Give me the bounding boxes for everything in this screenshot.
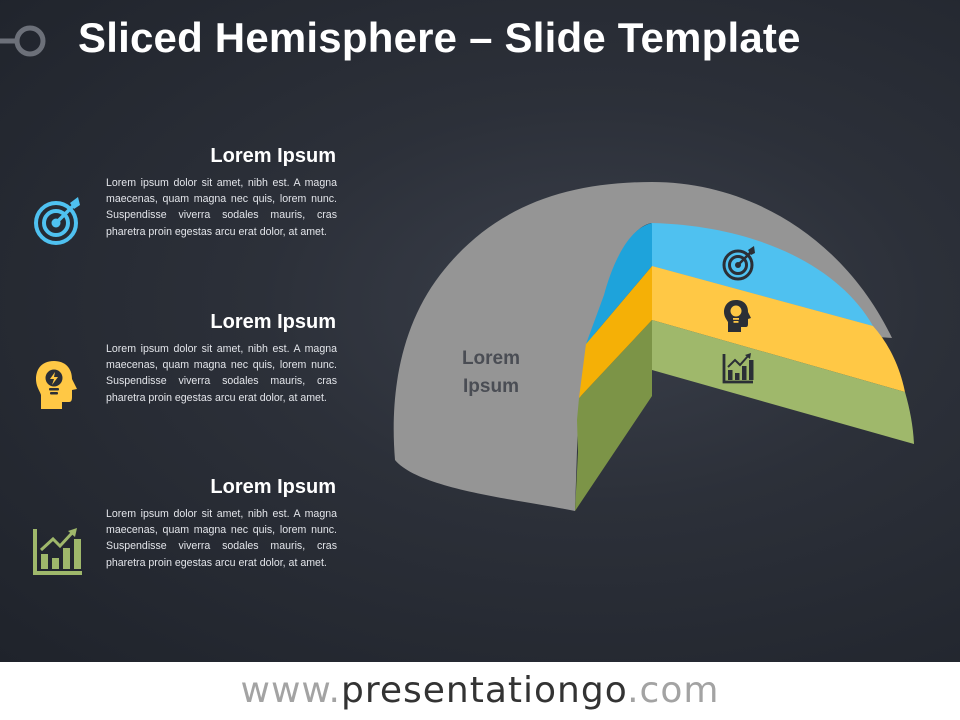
head-lightbulb-icon	[36, 361, 77, 409]
slice-band-yellow	[652, 266, 905, 392]
item-3-heading: Lorem Ipsum	[210, 476, 336, 498]
item-3: Lorem Ipsum Lorem ipsum dolor sit amet, …	[30, 476, 340, 606]
slice-band-blue	[652, 223, 873, 326]
slice-face-yellow	[579, 266, 652, 398]
footer-prefix: www.	[240, 670, 341, 711]
item-3-body: Lorem ipsum dolor sit amet, nibh est. A …	[106, 508, 337, 569]
title-ring-decoration	[0, 25, 46, 57]
hemisphere-label-line1: Lorem	[462, 348, 520, 369]
footer-suffix: .com	[627, 670, 720, 711]
item-1-heading: Lorem Ipsum	[210, 145, 336, 167]
footer-url: www.presentationgo.com	[0, 662, 960, 720]
slice-band-green	[652, 320, 914, 444]
band-target-icon	[722, 246, 755, 281]
slice-face-green	[575, 320, 652, 511]
band-growth-chart-icon	[722, 353, 754, 384]
item-2: Lorem Ipsum Lorem ipsum dolor sit amet, …	[30, 311, 340, 441]
hemisphere-label-line2: Ipsum	[463, 376, 519, 397]
band-head-lightbulb-icon	[724, 300, 751, 332]
target-icon	[34, 197, 80, 245]
slide-title: Sliced Hemisphere – Slide Template	[78, 14, 801, 61]
item-1-body: Lorem ipsum dolor sit amet, nibh est. A …	[106, 177, 337, 238]
slice-face-blue	[586, 223, 652, 344]
item-2-heading: Lorem Ipsum	[210, 311, 336, 333]
slide: Sliced Hemisphere – Slide Template Lorem…	[0, 0, 960, 662]
footer-brand: presentationgo	[341, 670, 628, 711]
item-2-body: Lorem ipsum dolor sit amet, nibh est. A …	[106, 343, 337, 404]
growth-chart-icon	[33, 528, 82, 575]
sliced-hemisphere-diagram: Lorem Ipsum	[393, 182, 914, 511]
item-1: Lorem Ipsum Lorem ipsum dolor sit amet, …	[30, 145, 340, 275]
